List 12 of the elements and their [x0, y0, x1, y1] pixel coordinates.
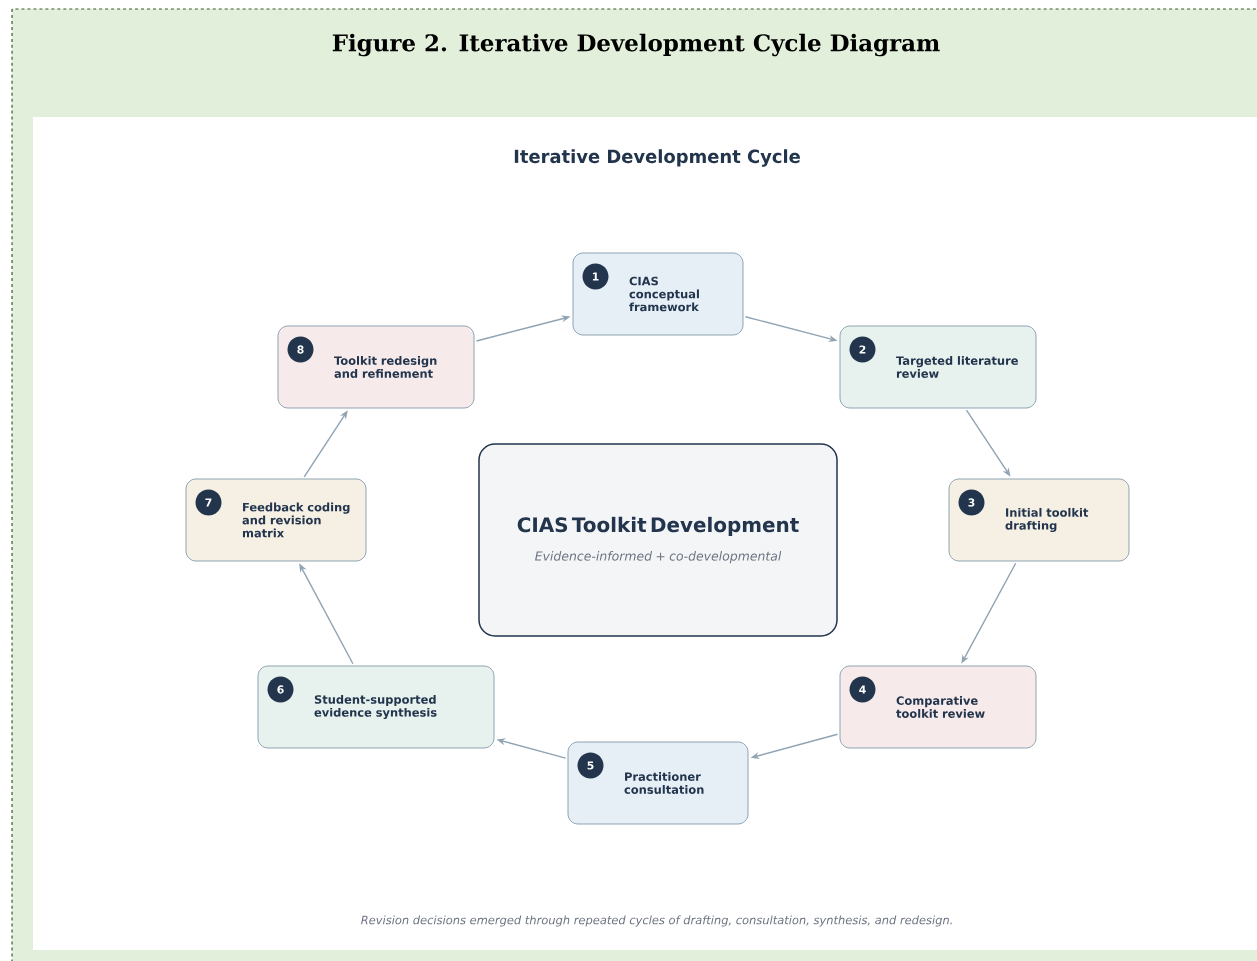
number-badge: 2: [849, 336, 876, 363]
number-badge: 3: [958, 489, 985, 516]
number-badge: 8: [287, 336, 314, 363]
figure-title: Figure 2. Iterative Development Cycle Diagram: [332, 33, 940, 57]
number-badge: 5: [577, 752, 604, 779]
caption: Revision decisions emerged through repeated cycles of drafting, consultation, synthesis, and redesign.: [361, 915, 952, 927]
number-badge: 1: [582, 263, 609, 290]
number-badge: 7: [195, 489, 222, 516]
number-badge: 4: [849, 676, 876, 703]
number-badge: 6: [267, 676, 294, 703]
center-box: CIAS Toolkit Development Evidence-informed + co-developmental: [478, 443, 838, 637]
chart-title: Iterative Development Cycle: [514, 149, 800, 167]
